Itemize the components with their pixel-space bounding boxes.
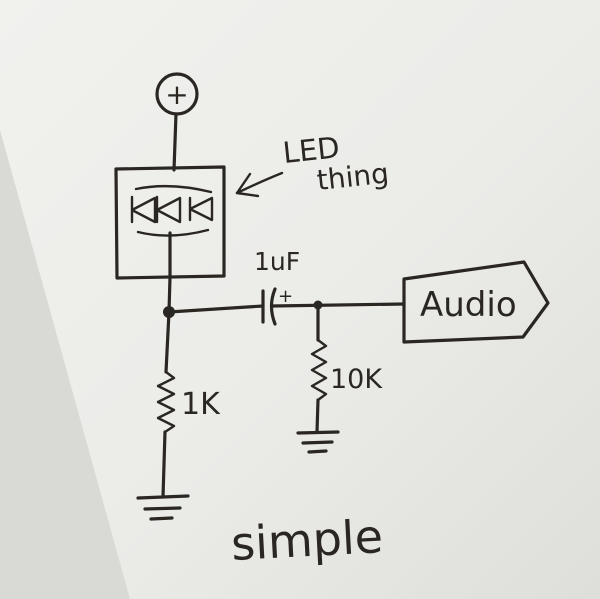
ground-icon — [296, 430, 340, 454]
led-icon — [188, 196, 214, 222]
arrow-icon — [235, 171, 284, 198]
wire-junction-cap — [167, 304, 265, 314]
wire-cap-audio — [270, 302, 406, 308]
audio-output-symbol: Audio — [402, 260, 550, 344]
resistor-shunt-symbol — [310, 338, 328, 402]
led-label-line1: LED — [281, 130, 341, 170]
capacitor-label: 1uF — [254, 247, 300, 276]
resistor-shunt-label: 10K — [330, 364, 383, 395]
paper-edge — [0, 130, 130, 599]
wire-main-resistor-bottom — [161, 430, 167, 499]
led-icon — [155, 195, 182, 224]
supply-plus: + — [165, 78, 188, 111]
resistor-main-label: 1K — [181, 387, 221, 422]
led-icon — [130, 195, 157, 224]
ground-icon — [136, 494, 190, 521]
wire-main-resistor-top — [164, 310, 171, 374]
led-block — [114, 165, 226, 280]
wire-supply-led — [172, 112, 178, 172]
wire-led-junction — [167, 275, 172, 314]
audio-label: Audio — [420, 285, 517, 325]
capacitor-polarity: + — [278, 286, 293, 307]
wire-shunt-bottom — [315, 398, 320, 434]
led-label-line2: thing — [315, 157, 390, 197]
caption-text: simple — [230, 509, 384, 571]
resistor-main-symbol — [156, 370, 176, 434]
